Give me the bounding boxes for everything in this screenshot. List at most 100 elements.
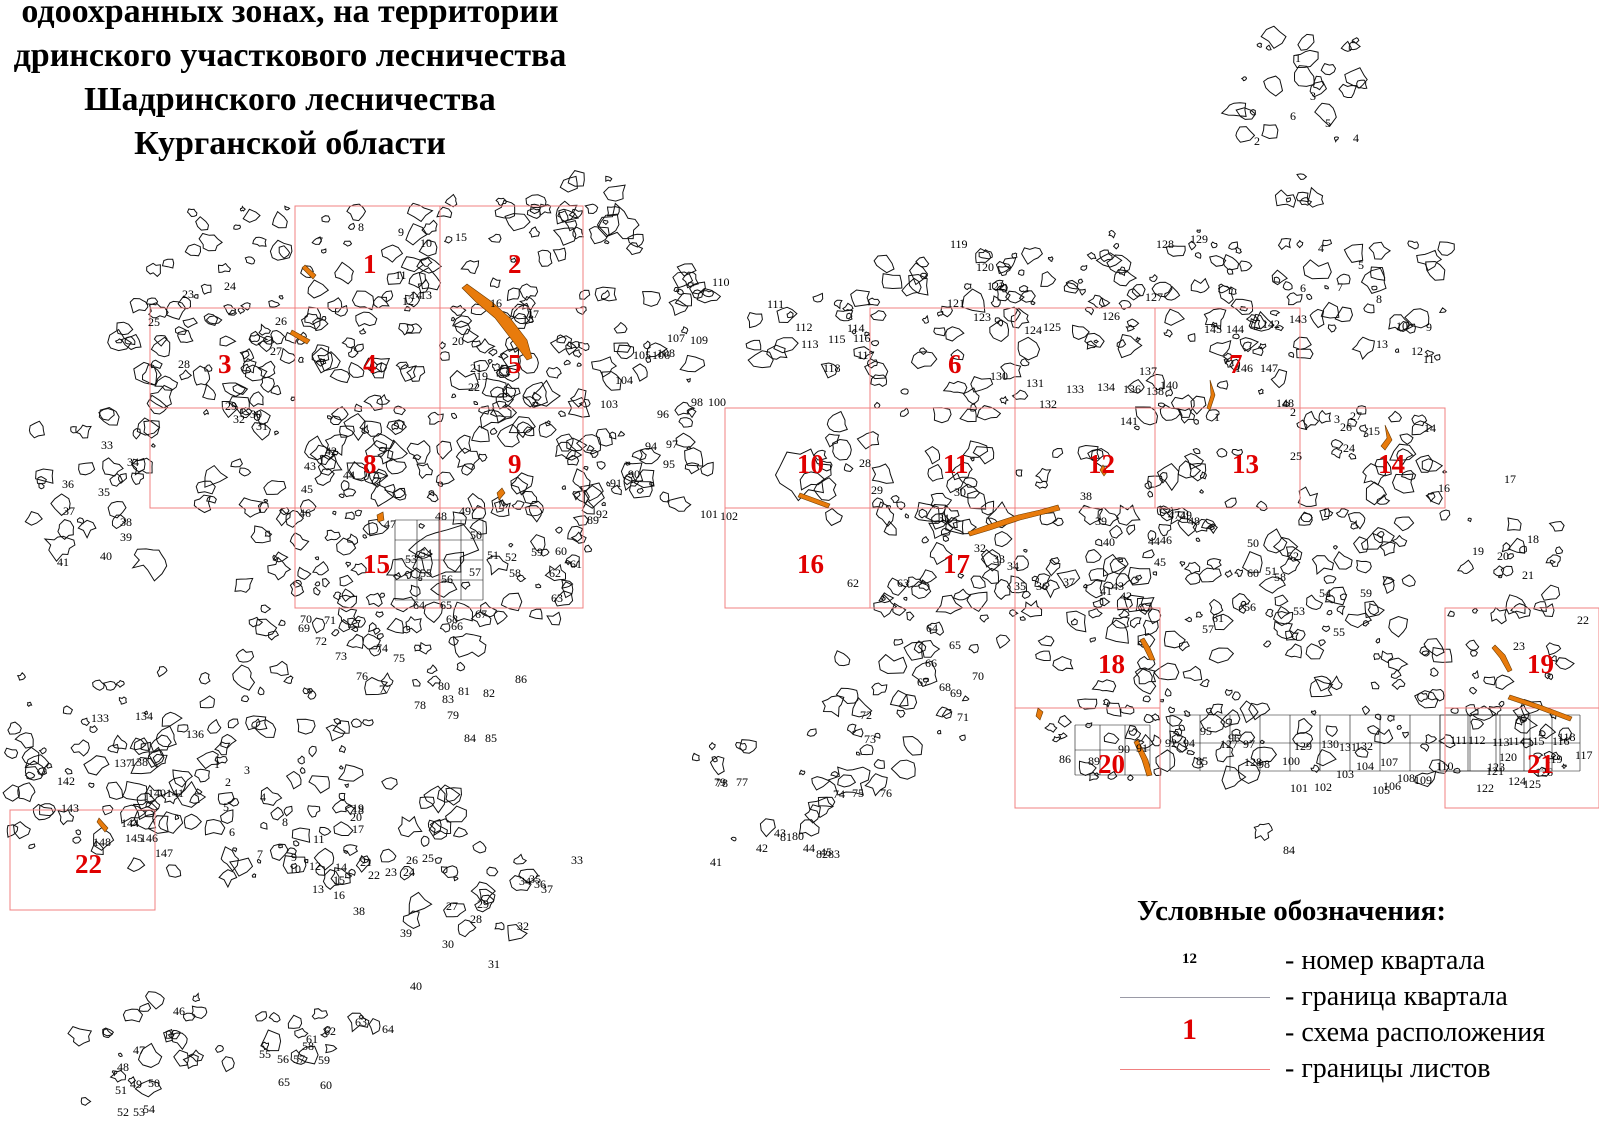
- forest-parcel: [324, 1043, 338, 1054]
- sheet-number-sample: 1: [1182, 1013, 1197, 1046]
- quarter-number-label: 2: [1254, 134, 1260, 148]
- forest-parcel: [1259, 739, 1266, 745]
- sheet-number-label: 3: [218, 349, 232, 379]
- forest-parcel: [152, 753, 168, 768]
- forest-parcel: [130, 472, 145, 485]
- quarter-number-label: 132: [1039, 397, 1057, 411]
- quarter-number-label: 137: [1139, 364, 1157, 378]
- forest-parcel: [293, 840, 300, 847]
- quarter-number-label: 130: [1321, 737, 1339, 751]
- forest-parcel: [456, 434, 472, 454]
- forest-parcel: [981, 549, 999, 568]
- forest-parcel: [145, 991, 165, 1010]
- quarter-number-label: 59: [318, 1053, 330, 1067]
- forest-parcel: [183, 813, 202, 830]
- forest-parcel: [1356, 405, 1367, 415]
- forest-parcel: [992, 279, 1004, 292]
- forest-parcel: [187, 1049, 205, 1062]
- forest-parcel: [67, 1026, 93, 1047]
- forest-parcel: [1501, 542, 1511, 553]
- forest-parcel: [419, 641, 432, 655]
- forest-parcel: [1305, 594, 1324, 611]
- forest-parcel: [1450, 707, 1459, 714]
- forest-parcel: [1395, 348, 1400, 353]
- forest-parcel: [556, 334, 567, 344]
- water-protection-zone: [376, 511, 385, 523]
- legend-text-quarter-boundary: - граница квартала: [1285, 981, 1508, 1012]
- forest-parcel: [273, 430, 280, 436]
- forest-parcel: [601, 371, 622, 391]
- forest-parcel: [942, 535, 950, 542]
- forest-parcel: [321, 578, 331, 588]
- forest-parcel: [406, 202, 434, 223]
- title-line-2: дринского участкового лесничества: [13, 37, 567, 74]
- forest-parcel: [561, 581, 574, 599]
- forest-parcel: [1124, 724, 1142, 741]
- forest-parcel: [251, 422, 271, 441]
- forest-parcel: [296, 718, 316, 735]
- forest-parcel: [470, 611, 492, 628]
- forest-parcel: [833, 299, 843, 310]
- forest-parcel: [345, 804, 355, 816]
- quarter-number-label: 119: [1545, 752, 1563, 766]
- forest-parcel: [287, 1014, 303, 1029]
- forest-parcel: [1241, 551, 1263, 573]
- forest-parcel: [107, 743, 119, 754]
- forest-parcel: [457, 919, 477, 938]
- quarter-number-label: 12: [402, 294, 414, 308]
- forest-parcel: [595, 428, 613, 447]
- forest-parcel: [579, 289, 591, 300]
- forest-parcel: [130, 756, 158, 775]
- forest-parcel: [122, 1008, 144, 1023]
- forest-parcel: [311, 1008, 329, 1020]
- forest-parcel: [1169, 730, 1184, 743]
- quarter-number-label: 60: [555, 544, 567, 558]
- forest-parcel: [318, 826, 332, 836]
- quarter-number-label: 21: [470, 361, 482, 375]
- forest-parcel: [1066, 610, 1087, 633]
- quarter-number-label: 21: [1522, 568, 1534, 582]
- forest-parcel: [372, 296, 390, 309]
- forest-parcel: [856, 431, 880, 450]
- forest-parcel: [184, 243, 202, 257]
- forest-parcel: [161, 711, 183, 727]
- forest-parcel: [1222, 352, 1233, 361]
- forest-parcel: [221, 382, 247, 397]
- quarter-number-label: 53: [133, 1105, 145, 1119]
- forest-parcel: [363, 394, 383, 411]
- forest-parcel: [423, 785, 446, 814]
- forest-parcel: [368, 1017, 381, 1035]
- quarter-number-label: 23: [182, 287, 194, 301]
- forest-parcel: [1416, 692, 1428, 703]
- forest-parcel: [75, 829, 82, 836]
- quarter-number-label: 58: [1274, 570, 1286, 584]
- forest-parcel: [563, 359, 571, 366]
- forest-parcel: [735, 741, 747, 752]
- forest-parcel: [577, 342, 590, 352]
- forest-parcel: [1147, 608, 1162, 625]
- forest-parcel: [872, 497, 885, 509]
- quarter-number-label: 108: [1397, 771, 1415, 785]
- forest-parcel: [263, 480, 287, 495]
- forest-parcel: [1088, 607, 1103, 619]
- quarter-number-label: 54: [143, 1102, 155, 1116]
- forest-parcel: [1017, 336, 1041, 361]
- forest-parcel: [376, 633, 384, 640]
- quarter-number-label: 47: [1168, 508, 1180, 522]
- forest-parcel: [320, 358, 327, 365]
- forest-parcel: [1374, 458, 1392, 477]
- forest-parcel: [1209, 255, 1227, 267]
- sheet-number-label: 15: [363, 549, 390, 579]
- sheet-number-label: 1: [363, 249, 377, 279]
- forest-parcel: [474, 894, 495, 913]
- forest-parcel: [887, 577, 907, 596]
- forest-parcel: [299, 499, 317, 513]
- forest-parcel: [910, 351, 938, 370]
- forest-parcel: [871, 463, 895, 484]
- forest-parcel: [143, 710, 149, 715]
- quarter-number-label: 61: [1212, 611, 1224, 625]
- forest-parcel: [362, 522, 379, 535]
- forest-parcel: [1242, 341, 1252, 353]
- forest-parcel: [35, 468, 54, 484]
- sheet-number-label: 18: [1098, 649, 1125, 679]
